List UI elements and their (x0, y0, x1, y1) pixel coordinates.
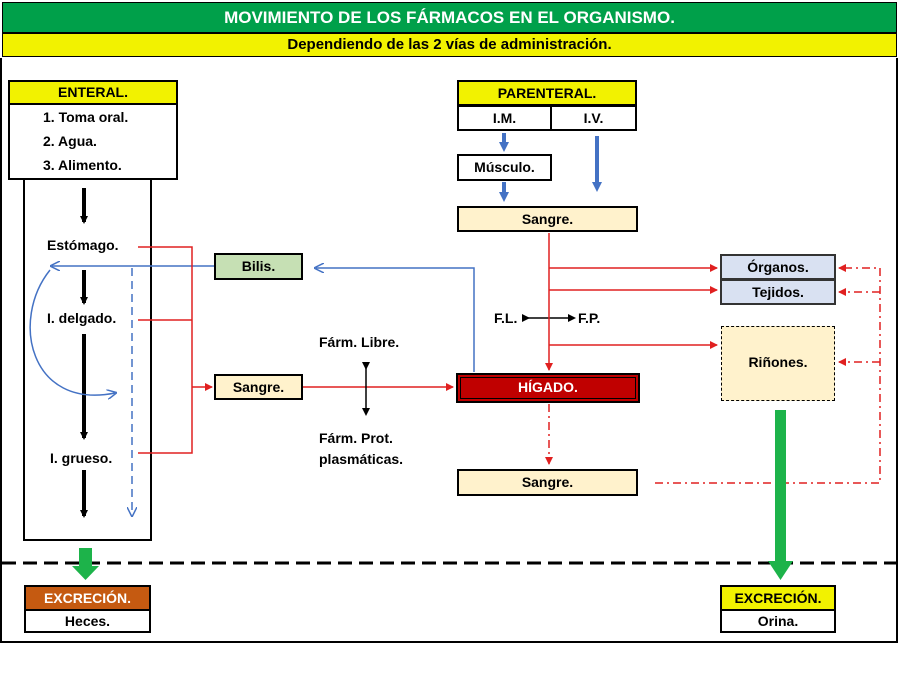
enteral-item: 1. Toma oral. (43, 109, 129, 125)
blood-distribution-lines (545, 233, 718, 371)
excretion-urine-header: EXCRECIÓN. (720, 585, 836, 611)
diagram-title: MOVIMIENTO DE LOS FÁRMACOS EN EL ORGANIS… (2, 2, 897, 33)
recirculation-dashdot (655, 264, 881, 484)
enteral-header: ENTERAL. (8, 80, 178, 105)
bound-drug-label: Fárm. Prot. plasmáticas. (319, 430, 404, 467)
gi-to-blood-lines (138, 246, 213, 454)
large-intestine-label: I. grueso. (50, 450, 113, 466)
im-box: I.M. (457, 105, 552, 131)
parenteral-header: PARENTERAL. (457, 80, 637, 106)
diagram-subtitle: Dependiendo de las 2 vías de administrac… (2, 33, 897, 57)
enteral-item: 3. Alimento. (43, 157, 122, 173)
enteral-item: 2. Agua. (43, 133, 97, 149)
excretion-urine-value: Orina. (720, 609, 836, 633)
blood-bottom-box: Sangre. (457, 469, 638, 496)
excretion-feces-value: Heces. (24, 609, 151, 633)
free-drug-label: Fárm. Libre. (319, 334, 400, 350)
muscle-box: Músculo. (457, 154, 552, 181)
iv-box: I.V. (550, 105, 637, 131)
excretion-green-arrows (72, 410, 793, 580)
tissues-box: Tejidos. (720, 279, 836, 305)
liver-box: HÍGADO. (456, 373, 640, 403)
stomach-label: Estómago. (47, 237, 119, 253)
enteral-list: 1. Toma oral. 2. Agua. 3. Alimento. (8, 103, 178, 180)
blood-mid-box: Sangre. (214, 374, 303, 400)
blood-top-box: Sangre. (457, 206, 638, 232)
fp-label: F.P. (578, 310, 601, 326)
liver-to-bile-arrow (316, 268, 475, 372)
fl-label: F.L. (494, 310, 518, 326)
kidneys-box: Riñones. (721, 326, 835, 401)
diagram-frame (0, 58, 898, 643)
organs-box: Órganos. (720, 254, 836, 280)
parenteral-blue-arrows (499, 133, 602, 202)
enteral-loop-curve (29, 269, 115, 395)
excretion-feces-header: EXCRECIÓN. (24, 585, 151, 611)
small-intestine-label: I. delgado. (47, 310, 117, 326)
bile-box: Bilis. (214, 253, 303, 280)
